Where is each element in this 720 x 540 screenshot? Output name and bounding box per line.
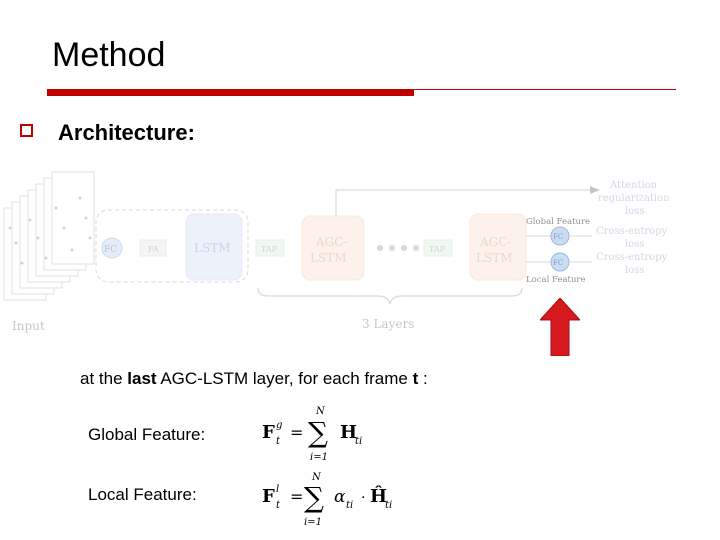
- agc-lstm-1-line1: AGC-: [315, 235, 348, 249]
- slide-title: Method: [52, 36, 165, 75]
- loss-ce2-line1: Cross-entropy: [596, 252, 668, 263]
- loss-ce1-line2: loss: [625, 239, 644, 250]
- fc-output-node-2-label: FC: [553, 259, 563, 267]
- fc-output-node-1-label: FC: [553, 233, 563, 241]
- description-suffix: :: [418, 369, 427, 388]
- ellipsis-dots: [377, 245, 419, 251]
- eq-global-sub: t: [276, 436, 281, 447]
- eq-local-rhs-sub: ti: [385, 500, 392, 511]
- global-feature-label: Global Feature:: [88, 425, 205, 445]
- local-feature-equation: F l t = N ∑ i=1 α ti · Ĥ ti: [258, 470, 418, 532]
- lstm-node-label: LSTM: [194, 241, 230, 255]
- layers-brace: [258, 288, 522, 304]
- input-label: Input: [12, 319, 45, 333]
- description-text: at the last AGC-LSTM layer, for each fra…: [80, 369, 428, 389]
- loss-attention-line2: regularization: [598, 193, 670, 204]
- eq-global-sup: g: [276, 420, 282, 431]
- svg-text:=: =: [290, 487, 303, 506]
- input-skeleton-frames: [4, 172, 94, 300]
- eq-local-lhs: F: [262, 486, 275, 507]
- agc-lstm-1-line2: LSTM: [310, 251, 346, 265]
- svg-text:∑: ∑: [304, 481, 324, 514]
- global-feature-equation: F g t = N ∑ i=1 H ti: [258, 402, 398, 464]
- loss-attention-line3: loss: [625, 206, 644, 217]
- global-feature-diagram-label: Global Feature: [526, 217, 590, 227]
- eq-local-sup: l: [276, 484, 279, 495]
- agc-lstm-2-line2: LSTM: [476, 251, 512, 265]
- section-heading: Architecture:: [58, 120, 195, 146]
- fa-node-label: FA: [148, 245, 159, 254]
- fc-node-label: FC: [104, 245, 117, 255]
- architecture-diagram: Input FC FA LSTM TAP AGC- LSTM TAP AGC- …: [0, 168, 720, 340]
- red-up-arrow-icon: [540, 298, 580, 356]
- eq-local-alpha-sub: ti: [346, 500, 353, 511]
- eq-local-sub: t: [276, 500, 281, 511]
- layers-label: 3 Layers: [362, 317, 414, 331]
- eq-global-rhs-sub: ti: [355, 436, 362, 447]
- eq-global-lhs: F: [262, 422, 275, 443]
- agc-lstm-2-line1: AGC-: [479, 235, 512, 249]
- title-rule-thin: [414, 89, 676, 90]
- loss-attention-line1: Attention: [609, 180, 658, 191]
- local-feature-diagram-label: Local Feature: [526, 275, 586, 285]
- tap-node-1-label: TAP: [261, 245, 278, 254]
- tap-node-2-label: TAP: [429, 245, 446, 254]
- svg-text:∑: ∑: [308, 416, 328, 449]
- eq-local-alpha: α: [334, 487, 346, 507]
- eq-global-sum-bottom: i=1: [310, 452, 328, 463]
- loss-ce2-line2: loss: [625, 265, 644, 276]
- svg-text:=: =: [290, 423, 303, 442]
- loss-ce1-line1: Cross-entropy: [596, 226, 668, 237]
- description-middle: AGC-LSTM layer, for each frame: [157, 369, 413, 388]
- square-bullet-icon: [20, 124, 33, 137]
- description-bold-last: last: [127, 369, 156, 388]
- title-rule-thick: [47, 89, 414, 96]
- local-feature-label: Local Feature:: [88, 485, 197, 505]
- svg-text:·: ·: [361, 490, 365, 506]
- eq-local-sum-bottom: i=1: [304, 517, 322, 528]
- description-prefix: at the: [80, 369, 127, 388]
